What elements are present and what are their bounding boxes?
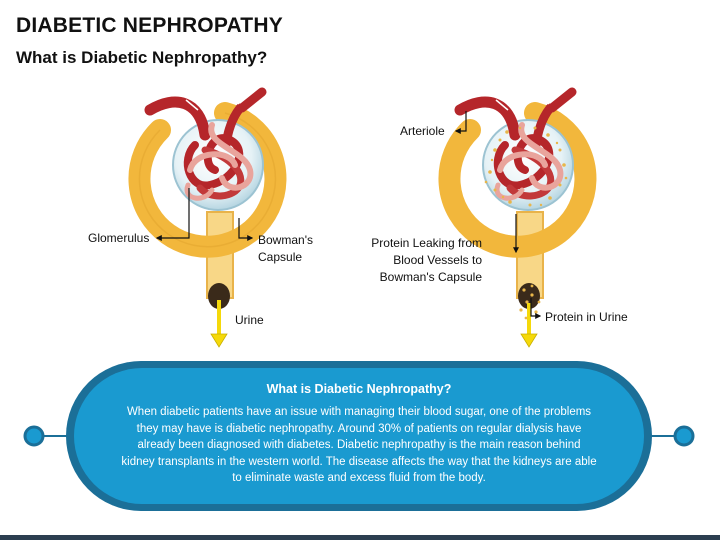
bowmans-capsule [128, 102, 287, 258]
arrow-right-icon [530, 298, 542, 319]
glomerulus-capillaries-diseased [493, 122, 564, 201]
info-panel: What is Diabetic Nephropathy? When diabe… [66, 361, 652, 511]
protein-particles [484, 126, 568, 207]
bowmans-capsule-diseased [438, 102, 597, 258]
label-arteriole: Arteriole [400, 124, 445, 138]
info-heading: What is Diabetic Nephropathy? [266, 382, 452, 396]
page-subtitle: What is Diabetic Nephropathy? [16, 48, 268, 67]
urine-drop [208, 283, 230, 309]
label-protein-leak-3: Bowman's Capsule [379, 270, 482, 284]
page-title: DIABETIC NEPHROPATHY [16, 14, 283, 37]
footer-bar [0, 535, 720, 540]
protein-in-urine-particles [519, 284, 541, 320]
label-urine: Urine [235, 313, 264, 327]
connector-dot-icon [673, 425, 695, 447]
info-panel-inner: What is Diabetic Nephropathy? When diabe… [74, 368, 644, 504]
glomerulus-capillaries [183, 122, 254, 201]
afferent-arteriole [144, 96, 211, 141]
label-glomerulus: Glomerulus [88, 231, 150, 245]
arteriole-vessel [454, 96, 521, 141]
arrow-right-icon [238, 218, 254, 241]
label-protein-leak-1: Protein Leaking from [371, 236, 482, 250]
arrow-left-icon [454, 111, 467, 134]
info-body: When diabetic patients have an issue wit… [121, 406, 597, 484]
diseased-nephron [438, 87, 597, 348]
label-protein-in-urine: Protein in Urine [545, 310, 628, 324]
label-bowmans-capsule-1: Bowman's [258, 233, 313, 247]
arrow-left-icon [155, 188, 190, 241]
label-protein-leak-2: Blood Vessels to [393, 253, 482, 267]
label-bowmans-capsule-2: Capsule [258, 250, 303, 264]
healthy-nephron [128, 87, 287, 348]
connector-dot-icon [23, 425, 45, 447]
